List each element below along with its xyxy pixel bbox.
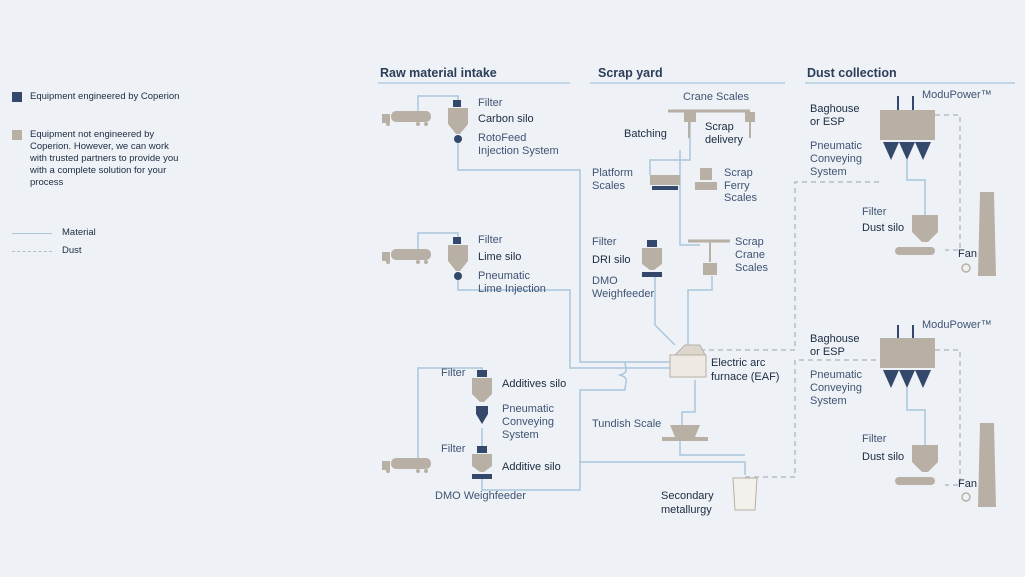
legend-material-line	[12, 233, 52, 234]
section-title-dust-collection: Dust collection	[807, 66, 897, 80]
truck-lime	[382, 249, 431, 264]
secondary-metallurgy-label-2: metallurgy	[661, 504, 712, 516]
scrap-ferry-label-1: Scrap	[724, 167, 753, 179]
legend-partner-text: Equipment not engineered by Coperion. Ho…	[30, 129, 179, 188]
tundish-scale-label: Tundish Scale	[592, 418, 661, 430]
platform-scales-label-2: Scales	[592, 180, 626, 192]
lime-silo	[448, 237, 468, 280]
pneumatic-conveying-label-2: Conveying	[502, 416, 554, 428]
legend-partner-swatch	[12, 130, 22, 140]
fan-2-label: Fan	[958, 478, 977, 490]
section-title-scrap-yard: Scrap yard	[598, 66, 663, 80]
baghouse-2-label-1: Baghouse	[810, 333, 860, 345]
platform-scales-label-1: Platform	[592, 167, 633, 179]
eaf-label-1: Electric arc	[711, 357, 766, 369]
truck-additive	[382, 458, 431, 473]
crane-scales	[668, 109, 755, 138]
eaf-label-2: furnace (EAF)	[711, 371, 779, 383]
pneumatic-conveying-d1-label-1: Pneumatic	[810, 140, 862, 152]
rotofeed-label-1: RotoFeed	[478, 132, 526, 144]
baghouse-2-label-2: or ESP	[810, 346, 845, 358]
pneumatic-conveying-d1-label-2: Conveying	[810, 153, 862, 165]
dust-lines	[700, 114, 961, 486]
dust-silo-2-label: Dust silo	[862, 451, 904, 463]
baghouse-1	[880, 96, 935, 215]
chimney-2	[961, 423, 996, 507]
baghouse-1-label-2: or ESP	[810, 116, 845, 128]
legend-material-label: Material	[62, 227, 96, 238]
dmo-weighfeeder-2-label-2: Weighfeeder	[592, 288, 655, 300]
pneumatic-conveying-label-1: Pneumatic	[502, 403, 554, 415]
pneumatic-lime-label-2: Lime Injection	[478, 283, 546, 295]
legend-dust-line	[12, 251, 52, 252]
legend-dust-label: Dust	[62, 245, 82, 256]
dust-silo-2	[895, 445, 938, 485]
dri-silo-label: DRI silo	[592, 254, 631, 266]
rotofeed-label-2: Injection System	[478, 145, 559, 157]
dmo-weighfeeder-2-label-1: DMO	[592, 275, 618, 287]
pneumatic-conveying-d2-label-1: Pneumatic	[810, 369, 862, 381]
additives-silo-label: Additives silo	[502, 378, 566, 390]
filter-lime-label: Filter	[478, 234, 503, 246]
platform-scales	[650, 168, 717, 190]
pneumatic-conveying-d2-label-3: System	[810, 395, 847, 407]
scrap-ferry-label-3: Scales	[724, 192, 758, 204]
additive-silo	[472, 446, 492, 479]
legend-dust: Dust	[12, 245, 132, 259]
baghouse-2	[880, 325, 935, 445]
batching-label: Batching	[624, 128, 667, 140]
crane-scales-label: Crane Scales	[683, 91, 750, 103]
modupower-1-label: ModuPower™	[922, 89, 992, 101]
tundish-scale	[662, 425, 708, 441]
legend-material: Material	[12, 227, 132, 241]
legend-coperion-text: Equipment engineered by Coperion	[30, 91, 180, 102]
lime-silo-label: Lime silo	[478, 251, 521, 263]
legend-coperion-swatch	[12, 92, 22, 102]
pneumatic-conveying-d1-label-3: System	[810, 166, 847, 178]
legend-coperion: Equipment engineered by Coperion	[12, 91, 182, 117]
scrap-crane-label-2: Crane	[735, 249, 765, 261]
scrap-crane-label-1: Scrap	[735, 236, 764, 248]
scrap-ferry-label-2: Ferry	[724, 180, 750, 192]
additive-silo-label: Additive silo	[502, 461, 561, 473]
filter-dust-1-label: Filter	[862, 206, 887, 218]
dri-silo	[642, 240, 662, 277]
legend-partner: Equipment not engineered by Coperion. Ho…	[12, 129, 182, 191]
dust-silo-1	[895, 215, 938, 255]
carbon-silo-label: Carbon silo	[478, 113, 534, 125]
section-title-raw-material: Raw material intake	[380, 66, 497, 80]
carbon-silo	[448, 100, 468, 143]
pneumatic-lime-label-1: Pneumatic	[478, 270, 530, 282]
scrap-crane-label-3: Scales	[735, 262, 769, 274]
pneumatic-conveying-d2-label-2: Conveying	[810, 382, 862, 394]
chimney-1	[961, 192, 996, 276]
secondary-metallurgy-vessel	[732, 477, 758, 511]
filter-additives-label: Filter	[441, 367, 466, 379]
eaf-furnace	[669, 344, 707, 378]
truck-carbon	[382, 111, 431, 126]
dust-silo-1-label: Dust silo	[862, 222, 904, 234]
filter-carbon-label: Filter	[478, 97, 503, 109]
scrap-crane-scales	[688, 239, 730, 275]
scrap-delivery-label-2: delivery	[705, 134, 743, 146]
additives-silo	[472, 370, 492, 424]
dmo-weighfeeder-label: DMO Weighfeeder	[435, 490, 526, 502]
filter-dust-2-label: Filter	[862, 433, 887, 445]
filter-dri-label: Filter	[592, 236, 617, 248]
secondary-metallurgy-label-1: Secondary	[661, 490, 714, 502]
section-headers: Raw material intake Scrap yard Dust coll…	[378, 66, 1015, 84]
fan-1-label: Fan	[958, 248, 977, 260]
scrap-delivery-label-1: Scrap	[705, 121, 734, 133]
filter-additive-label: Filter	[441, 443, 466, 455]
baghouse-1-label-1: Baghouse	[810, 103, 860, 115]
modupower-2-label: ModuPower™	[922, 319, 992, 331]
pneumatic-conveying-label-3: System	[502, 429, 539, 441]
